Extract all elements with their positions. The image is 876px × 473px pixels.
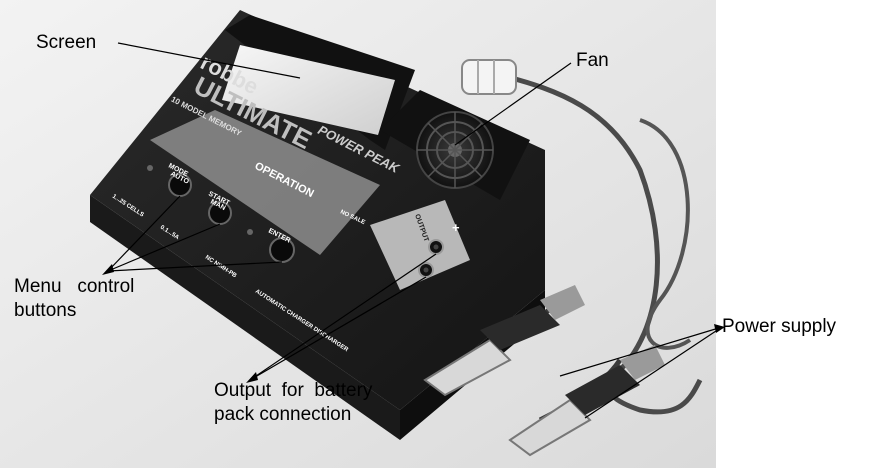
leader-output-1	[249, 253, 437, 381]
callout-fan-text: Fan	[576, 50, 609, 71]
arrowhead-power	[714, 324, 725, 333]
callout-menu-line1: Menu control	[14, 276, 135, 297]
fan-grille	[416, 111, 494, 189]
callout-power: Power supply	[722, 315, 836, 339]
arrowhead-menu	[102, 264, 114, 275]
plus-sign: +	[452, 220, 460, 235]
leader-menu-3	[107, 261, 283, 272]
leader-arrowheads	[102, 264, 725, 383]
callout-menu-line2: buttons	[14, 300, 77, 321]
callout-output: Output for battery pack connection	[214, 379, 372, 427]
leader-menu-2	[107, 223, 221, 272]
callout-screen-text: Screen	[36, 32, 97, 53]
status-led-2	[247, 229, 253, 235]
arrowhead-output	[246, 372, 258, 383]
callout-output-line1: Output for battery	[214, 380, 373, 401]
device-front-side	[90, 195, 400, 440]
callout-menu: Menu control buttons	[14, 275, 176, 323]
callout-fan: Fan	[576, 49, 609, 73]
control-panel	[150, 110, 380, 255]
leader-output-2	[249, 276, 427, 381]
status-led	[147, 165, 153, 171]
screen-glass	[222, 45, 395, 135]
menu-button-enter[interactable]	[269, 237, 295, 263]
leader-fan	[454, 62, 572, 146]
clip-red	[423, 285, 585, 397]
leader-lines	[107, 42, 723, 419]
callout-power-text: Power supply	[722, 316, 837, 337]
callout-output-line2: pack connection	[214, 404, 352, 425]
leader-power-1	[559, 326, 723, 377]
output-socket-negative[interactable]	[418, 262, 434, 278]
leader-power-2	[584, 326, 723, 419]
output-panel	[370, 200, 470, 290]
leader-menu-1	[107, 195, 181, 272]
power-cable-loop	[639, 118, 692, 350]
cable-plug	[461, 59, 517, 95]
clip-black	[508, 345, 665, 457]
callout-screen: Screen	[36, 31, 96, 55]
leader-screen	[117, 42, 301, 79]
power-cable	[499, 72, 703, 415]
output-socket-positive[interactable]	[428, 239, 444, 255]
